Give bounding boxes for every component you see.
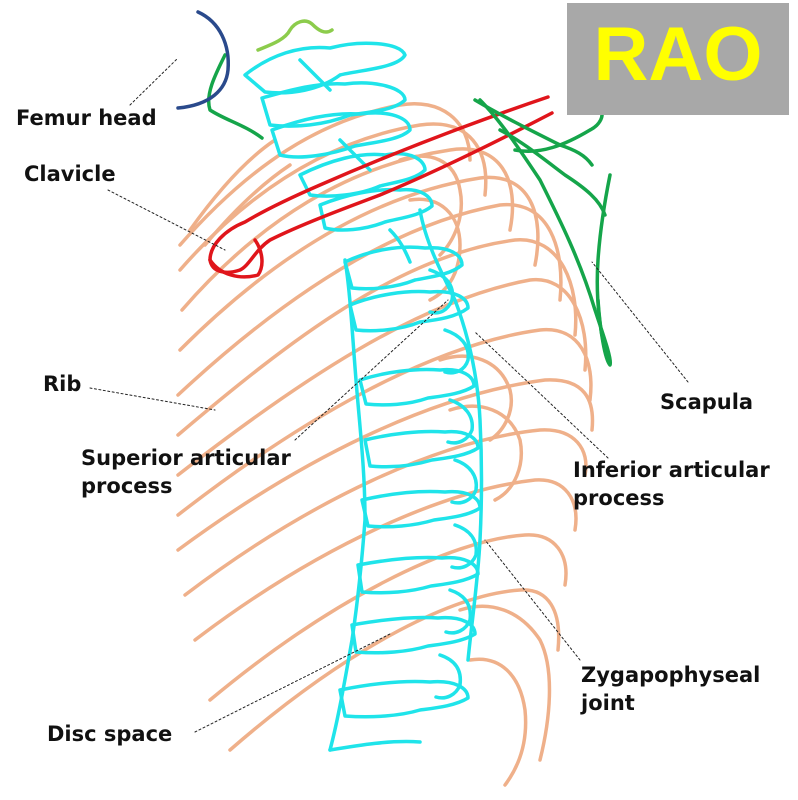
facet-2: [443, 328, 470, 375]
leader-superior-articular: [294, 299, 449, 441]
vertebra-t3: [343, 245, 464, 291]
spinous-2: [338, 138, 372, 172]
clavicle-end: [208, 238, 264, 279]
leader-inferior-articular: [474, 331, 609, 459]
rib-15: [468, 657, 528, 787]
vertebra-t6: [363, 429, 480, 469]
rib-13: [228, 588, 561, 752]
ribs-group: [176, 102, 595, 787]
leader-clavicle: [107, 189, 226, 251]
rib-10: [183, 428, 588, 597]
spinous-1: [298, 58, 332, 92]
clavicle-shape: [208, 95, 554, 279]
label-superior-articular-line1: Superior articular: [81, 446, 291, 470]
view-badge: RAO: [567, 3, 789, 115]
vertebra-c3: [270, 111, 412, 159]
vertebra-t2: [318, 187, 434, 232]
view-badge-text: RAO: [593, 12, 763, 97]
leader-zygapophyseal: [484, 539, 581, 661]
rib-21: [448, 404, 523, 502]
scapula-coracoid: [513, 108, 604, 154]
label-inferior-articular-line2: process: [573, 486, 665, 510]
spine-anterior-line: [328, 258, 367, 752]
label-disc-space: Disc space: [47, 722, 173, 746]
scapula-shape: [207, 53, 613, 367]
label-rib: Rib: [43, 372, 82, 396]
label-inferior-articular-line1: Inferior articular: [573, 458, 770, 482]
label-scapula: Scapula: [660, 390, 754, 414]
rib-18: [398, 154, 463, 257]
rib-17: [188, 138, 277, 232]
top-accent-curve: [256, 19, 334, 52]
scapula-acromion: [498, 128, 607, 217]
femur-head-arc: [176, 10, 230, 110]
scapula-lateral: [595, 173, 612, 352]
rib-6: [176, 238, 578, 437]
scapula-body: [478, 98, 613, 367]
label-zygapophyseal-line2: joint: [581, 691, 635, 715]
spine-bottom: [328, 739, 422, 752]
rib-14: [458, 604, 552, 762]
rib-9: [176, 378, 595, 552]
vertebra-t10: [338, 679, 470, 719]
vertebra-c1: [243, 41, 407, 95]
leader-rib: [89, 387, 216, 411]
label-zygapophyseal-line1: Zygapophyseal: [581, 663, 761, 687]
facet-4: [450, 458, 479, 505]
leader-femur-head: [129, 57, 179, 106]
rib-20: [438, 354, 513, 442]
vertebra-t4: [348, 289, 470, 333]
leader-scapula: [591, 261, 689, 383]
rib-7: [176, 278, 588, 477]
rib-16: [203, 163, 292, 247]
scapula-top-left: [207, 53, 264, 140]
facet-5: [450, 523, 479, 570]
leader-lines: [89, 57, 689, 733]
leader-disc-space: [194, 633, 391, 733]
label-clavicle: Clavicle: [24, 162, 116, 186]
spinous-3: [388, 228, 412, 264]
vertebra-c2: [260, 81, 407, 128]
label-femur-head: Femur head: [16, 106, 157, 130]
facet-7: [434, 653, 463, 700]
vertebra-t9: [350, 615, 477, 655]
facet-6: [444, 588, 473, 635]
rib-8: [176, 328, 593, 517]
vertebral-column: [243, 41, 484, 752]
facet-3: [446, 398, 474, 445]
facet-1: [428, 268, 455, 315]
vertebra-t5: [358, 367, 476, 407]
label-superior-articular-line2: process: [81, 474, 173, 498]
